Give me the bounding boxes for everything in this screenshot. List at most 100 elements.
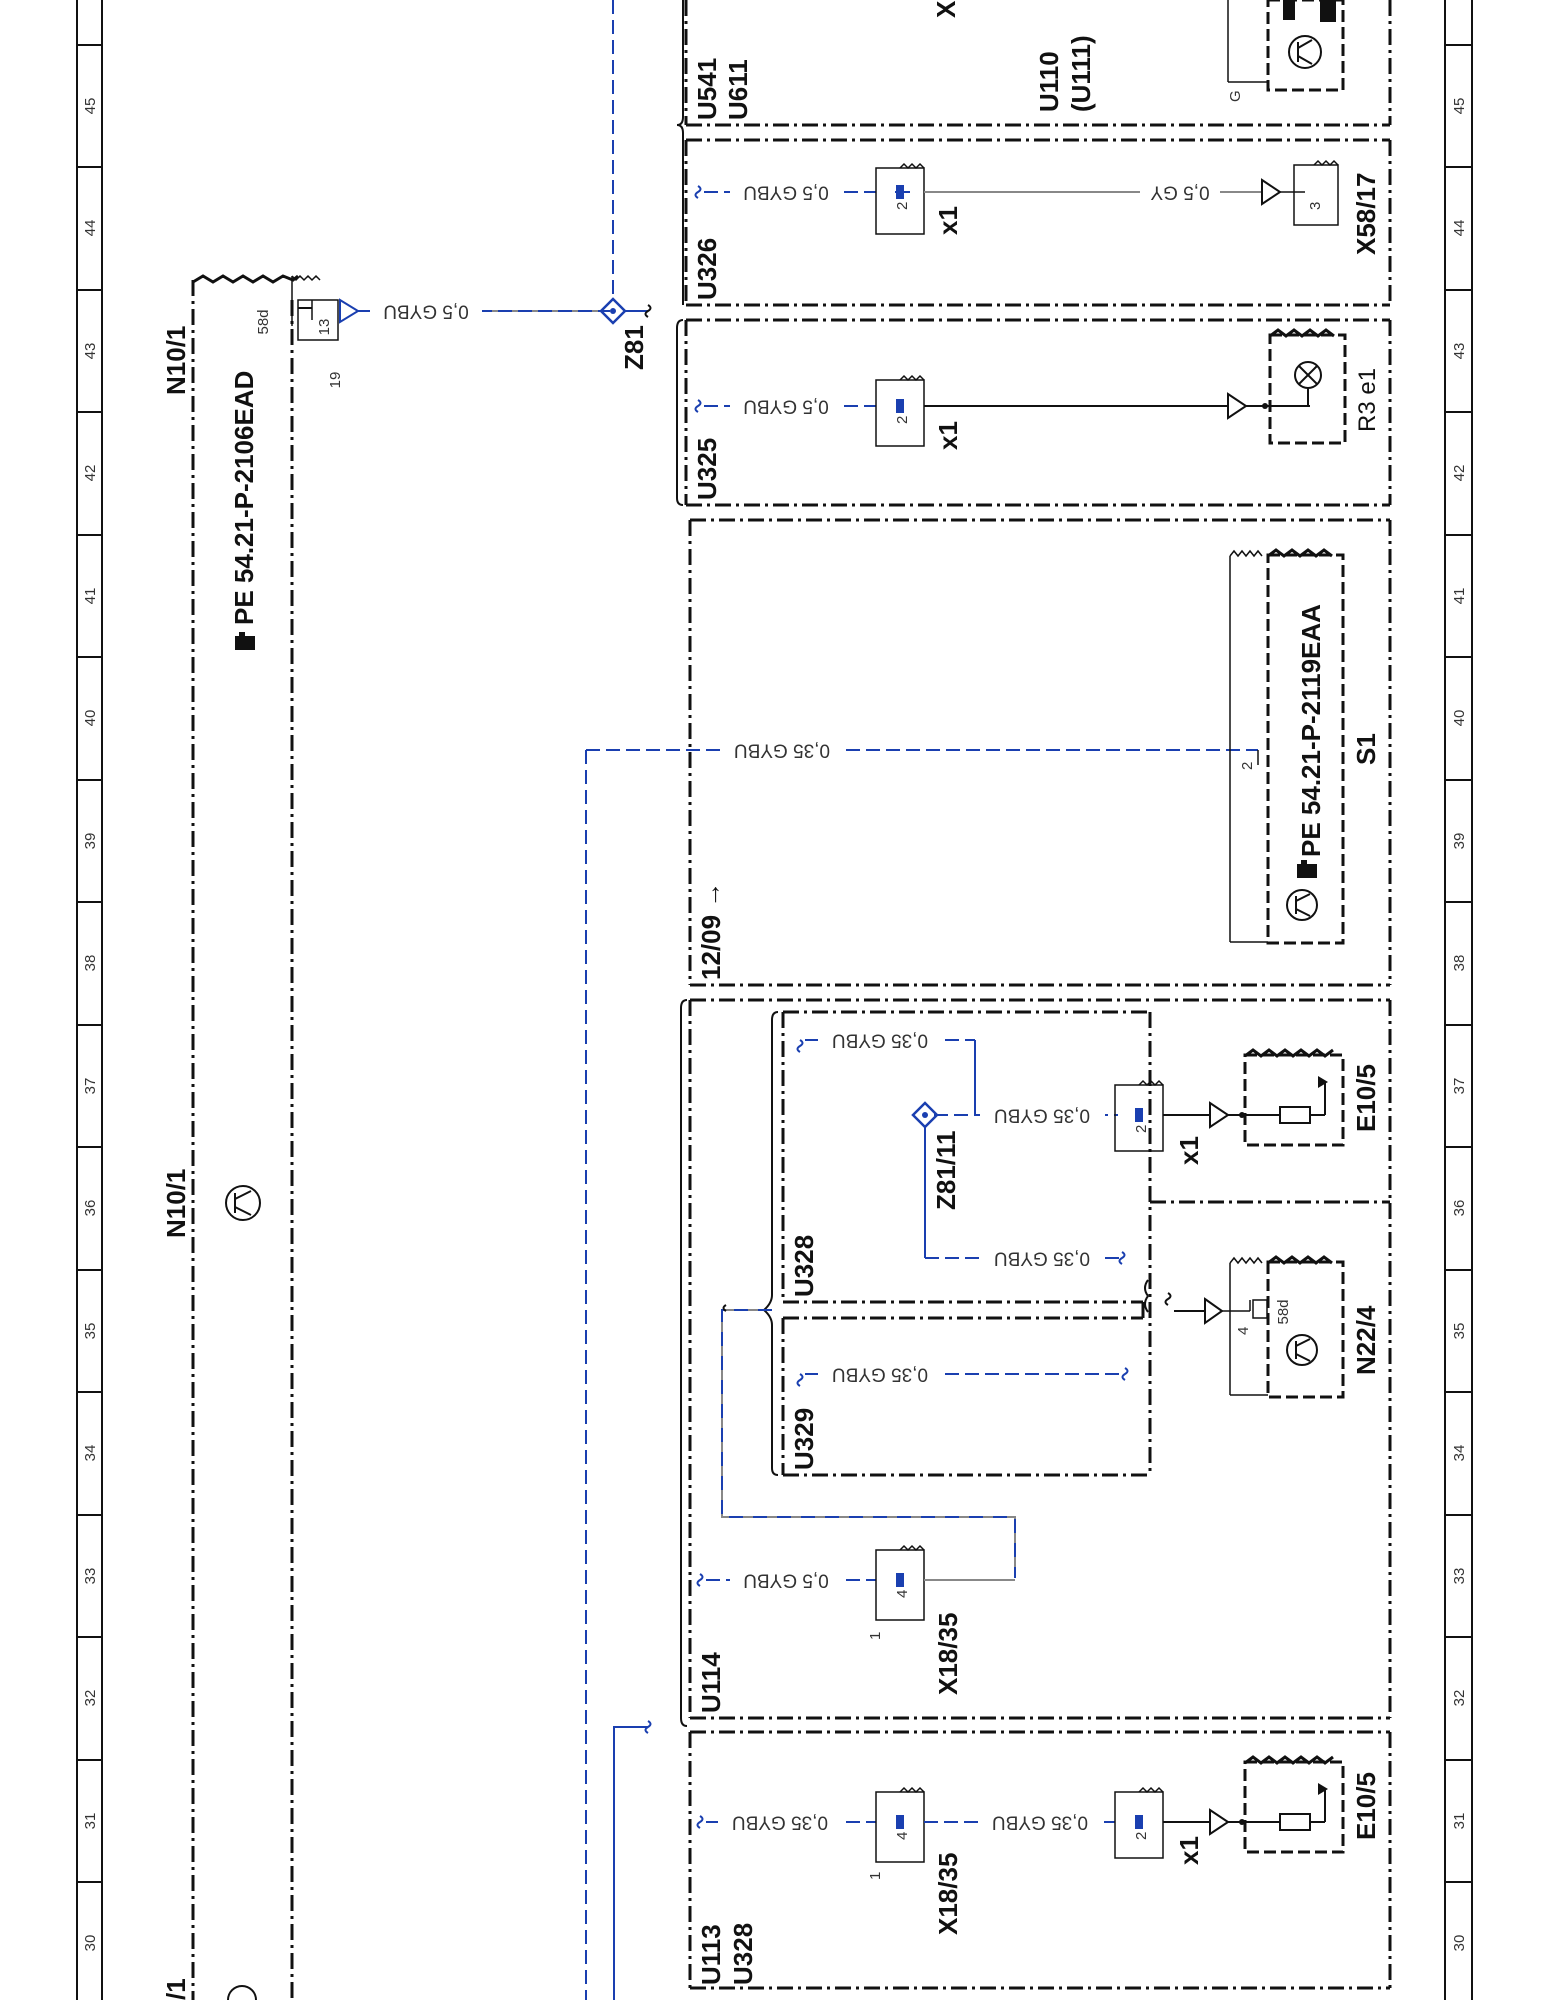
transistor-icon — [225, 1185, 261, 1221]
pin-58d: 58d — [1275, 1299, 1292, 1324]
ruler-num: 36 — [1451, 1200, 1468, 1217]
ruler-num: 45 — [82, 98, 99, 115]
n10-1-module — [191, 280, 294, 2000]
connector-x1-a-label: x1 — [933, 206, 963, 235]
pin-3: 3 — [1307, 202, 1324, 210]
r3e1-lamp — [1268, 328, 1347, 445]
ruler-num: 40 — [82, 710, 99, 727]
z81-splice — [599, 297, 627, 325]
ruler-num: 37 — [1451, 1078, 1468, 1095]
ruler-num: 42 — [82, 465, 99, 482]
wire-label: 0,5 GY — [1150, 182, 1209, 203]
ruler-num: 36 — [82, 1200, 99, 1217]
variant-u328-a: U328 — [789, 1235, 819, 1297]
variant-u611: U611 — [723, 59, 753, 120]
connector-x18-35-b-label: X18/35 — [933, 1853, 963, 1935]
wire-label: 0,5 GYBU — [383, 301, 469, 322]
n10-1-top-label: N10/1 — [161, 326, 191, 395]
wire-label: 0,35 GYBU — [732, 1812, 828, 1833]
connector-x1-d-label: x1 — [1174, 1836, 1204, 1865]
wire-label: 0,35 GYBU — [734, 740, 830, 761]
wire-label: 0,5 GYBU — [743, 1570, 829, 1591]
r3e1-label: R3 e1 — [1354, 368, 1381, 432]
s1-ref-label: PE 54.21-P-2119EAA — [1296, 604, 1326, 857]
s1-label: S1 — [1351, 733, 1381, 765]
n22-4-module: 58d — [1229, 1255, 1345, 1399]
ruler-num: 39 — [1451, 833, 1468, 850]
variant-x-partial: X — [931, 0, 961, 18]
n10-1-pin-box: 58d 13 19 — [255, 299, 344, 389]
ruler-num: 34 — [82, 1445, 99, 1462]
ruler-num: 41 — [1451, 588, 1468, 605]
n22-4-label: N22/4 — [1351, 1305, 1381, 1375]
variant-u328-b: U328 — [728, 1923, 758, 1985]
connector-x1-c-label: x1 — [1174, 1136, 1204, 1165]
pin-4: 4 — [1235, 1327, 1252, 1335]
z81-label: Z81 — [619, 325, 649, 370]
pin-19: 19 — [327, 372, 344, 389]
ruler-num: 35 — [1451, 1323, 1468, 1340]
connector-x1-a: 2 — [875, 162, 925, 235]
variant-u325: U325 — [692, 438, 722, 500]
connector-x18-35-a: 4 1 — [867, 1544, 925, 1640]
wire-label: 0,35 GYBU — [832, 1364, 928, 1385]
ruler-num: 34 — [1451, 1445, 1468, 1462]
pe-hand-icon — [235, 632, 255, 650]
pin-4: 4 — [894, 1832, 911, 1840]
ruler-num: 42 — [1451, 465, 1468, 482]
ruler-num: 43 — [82, 343, 99, 360]
pin-4: 4 — [894, 1590, 911, 1598]
n10-1-bottom-label: /1 — [161, 1978, 191, 2000]
variant-date: 12/09 → — [696, 882, 726, 980]
e10-5-a-module — [1243, 1048, 1345, 1147]
pin-1: 1 — [867, 1632, 884, 1640]
transistor-icon — [1286, 1334, 1318, 1366]
ruler-num: 32 — [1451, 1690, 1468, 1707]
connector-x18-35-a-label: X18/35 — [933, 1613, 963, 1695]
e10-5-a-label: E10/5 — [1351, 1064, 1381, 1132]
z81-11-splice — [911, 1101, 939, 1129]
wire-label: 0,5 GYBU — [743, 396, 829, 417]
resistor-icon — [1279, 1813, 1311, 1831]
ruler-num: 44 — [1451, 220, 1468, 237]
pin-2: 2 — [894, 202, 911, 210]
pin-1: 1 — [867, 1872, 884, 1880]
wire-label: 0,35 GYBU — [994, 1248, 1090, 1269]
pin-58d: 58d — [255, 309, 272, 334]
ruler-num: 44 — [82, 220, 99, 237]
connector-x1-b: 2 — [875, 374, 925, 447]
pin-2: 2 — [894, 416, 911, 424]
e10-5-b-label: E10/5 — [1351, 1772, 1381, 1840]
ruler-num: 30 — [1451, 1935, 1468, 1952]
ruler-num: 43 — [1451, 343, 1468, 360]
z81-11-label: Z81/11 — [931, 1130, 961, 1210]
variant-u329: U329 — [789, 1408, 819, 1470]
ruler-num: 45 — [1451, 98, 1468, 115]
pin-13: 13 — [316, 319, 333, 336]
transistor-icon — [1286, 889, 1318, 921]
ruler-num: 33 — [1451, 1568, 1468, 1585]
variant-u326: U326 — [692, 238, 722, 300]
led-icon — [1318, 1076, 1328, 1088]
connector-x18-35-b: 4 1 — [867, 1786, 925, 1880]
ruler-num: 41 — [82, 588, 99, 605]
variant-u113: U113 — [696, 1924, 726, 1985]
connector-x1-c: 2 — [1114, 1079, 1164, 1152]
ruler-num: 32 — [82, 1690, 99, 1707]
resistor-icon — [1279, 1106, 1311, 1124]
pin-2: 2 — [1239, 762, 1256, 770]
ruler-num: 30 — [82, 1935, 99, 1952]
ruler-num: 31 — [1451, 1813, 1468, 1830]
right-ruler — [1444, 0, 1473, 2000]
n10-1-ref-label: PE 54.21-P-2106EAD — [229, 371, 259, 625]
pin-2: 2 — [1133, 1125, 1150, 1133]
g-label: G — [1227, 90, 1244, 102]
ruler-num: 35 — [82, 1323, 99, 1340]
top-component: G — [1227, 0, 1345, 102]
ruler-num: 38 — [82, 955, 99, 972]
variant-u114: U114 — [696, 1652, 726, 1713]
s1-module — [1229, 548, 1345, 945]
ruler-num: 37 — [82, 1078, 99, 1095]
left-ruler — [76, 0, 103, 2000]
